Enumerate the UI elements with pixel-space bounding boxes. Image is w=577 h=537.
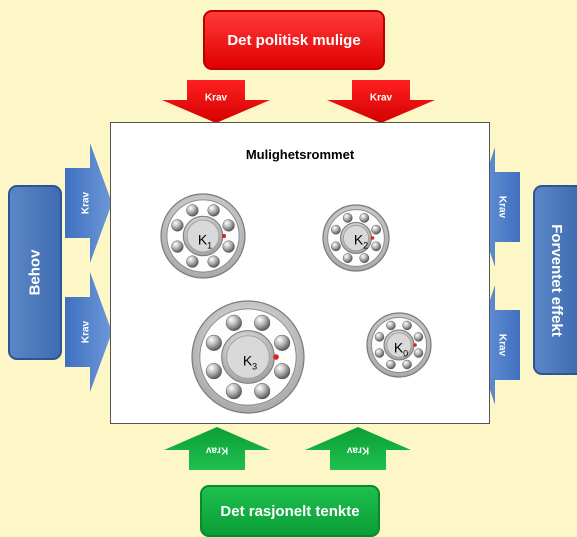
ball (402, 320, 412, 331)
top-arrow-left (162, 80, 270, 123)
politically-possible-box: Det politisk mulige (203, 10, 385, 70)
ball (359, 253, 370, 263)
bearing-k0-label: K0 (393, 339, 409, 359)
hub (343, 225, 369, 251)
ball (374, 332, 385, 342)
ball (205, 334, 222, 351)
ball (222, 219, 235, 232)
ball (207, 255, 220, 268)
ball (171, 240, 184, 253)
hub (386, 332, 412, 358)
expected-effect-box: Forventet effekt (533, 185, 577, 375)
bearing-k3 (191, 300, 305, 414)
ball (254, 383, 271, 400)
ball (331, 224, 341, 235)
ball (225, 383, 242, 400)
ball (186, 255, 199, 268)
ball (371, 224, 381, 235)
ball (205, 363, 222, 380)
ball (359, 213, 370, 223)
politically-possible-label: Det politisk mulige (227, 31, 361, 49)
ball (186, 204, 199, 217)
ball (222, 240, 235, 253)
ball (386, 359, 396, 370)
ball (413, 348, 424, 358)
rationally-conceived-label: Det rasjonelt tenkte (220, 502, 360, 520)
ball (342, 213, 353, 223)
left-arrow-bottom (65, 272, 112, 392)
marker-dot (221, 233, 227, 239)
bearing-k0 (366, 312, 432, 378)
ball (374, 348, 385, 358)
marker-dot (413, 343, 417, 347)
hub (226, 335, 270, 379)
top-arrow-left-label: Krav (204, 92, 228, 104)
ball (225, 314, 242, 331)
bearing-k1-label: K1 (197, 231, 213, 251)
ball (171, 219, 184, 232)
bearing-k2 (322, 204, 390, 272)
ball (274, 334, 291, 351)
ball (254, 314, 271, 331)
ball (402, 359, 412, 370)
hub (186, 219, 220, 253)
ball (386, 320, 396, 331)
rationally-conceived-box: Det rasjonelt tenkte (200, 485, 380, 537)
bottom-arrow-left (164, 427, 270, 470)
ball (371, 241, 381, 252)
bearing-k1 (160, 193, 246, 279)
needs-box: Behov (8, 185, 62, 360)
ball (331, 241, 341, 252)
ball (342, 253, 353, 263)
marker-dot (370, 236, 375, 240)
ball (274, 363, 291, 380)
left-arrow-top (65, 143, 112, 263)
bottom-arrow-right (305, 427, 411, 470)
marker-dot (273, 354, 279, 360)
ball (413, 332, 424, 342)
ball (207, 204, 220, 217)
top-arrow-right (327, 80, 435, 123)
top-arrow-right-label: Krav (369, 92, 393, 104)
opportunity-space-title: Mulighetsrommet (245, 147, 355, 162)
bearing-k3-label: K3 (242, 352, 258, 372)
bearing-k2-label: K2 (353, 231, 369, 251)
